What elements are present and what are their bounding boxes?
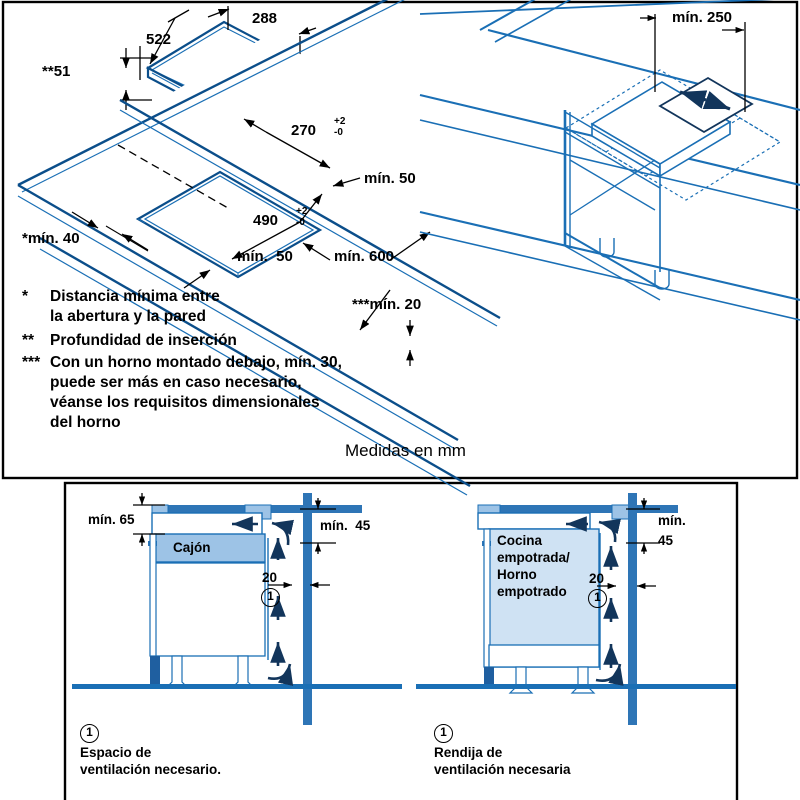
footnote-3-line-1: Con un horno montado debajo, mín. 30, <box>50 354 342 371</box>
dim-label-288: 288 <box>252 10 278 27</box>
caption-right-line-2: ventilación necesaria <box>434 762 571 777</box>
label-min-45-right-line-2: 45 <box>658 533 674 548</box>
dim-min-600 <box>359 231 431 331</box>
dim-522 <box>139 9 190 80</box>
dim-label-51: **51 <box>42 63 70 81</box>
label-min-45-left: mín. 45 <box>320 518 371 533</box>
drawer-section-drawing <box>72 493 402 725</box>
dim-front-band-arrow <box>183 269 211 289</box>
dim-288 <box>207 6 317 62</box>
dim-51 <box>120 48 152 110</box>
label-min-45-right-line-1: mín. <box>658 513 686 528</box>
airflow-arrows <box>679 90 731 111</box>
dim-label-min-40: *mín. 40 <box>22 230 80 248</box>
cooktop-isometric-drawing <box>17 0 501 496</box>
callout-1-right: 1 <box>588 589 607 608</box>
dim-270 <box>243 118 331 169</box>
footnote-2-line-1: Profundidad de inserción <box>50 332 237 349</box>
dim-min-50-front <box>302 242 331 261</box>
dim-label-min-20: ***mín. 20 <box>352 296 421 314</box>
oven-section-drawing <box>416 493 736 725</box>
dim-tol-490: +2 -0 <box>296 206 308 228</box>
caption-left-line-2: ventilación necesario. <box>80 762 222 777</box>
dim-min-250 <box>640 14 746 112</box>
dim-label-270: 270 <box>291 122 317 139</box>
footnote-3-line-4: del horno <box>50 414 121 431</box>
cabinet-isometric-drawing <box>419 0 800 321</box>
dim-490 <box>231 193 323 260</box>
footnote-3-line-3: véanse los requisitos dimensionales <box>50 394 320 411</box>
dim-value-min-40: mín. 40 <box>27 230 80 247</box>
airflow-arrows-right <box>566 516 624 686</box>
dim-marker-51: ** <box>42 63 54 80</box>
dim-min-45-right <box>626 498 660 554</box>
dim-min-50-rear <box>332 177 361 187</box>
tol-plus-270: +2 <box>334 116 346 127</box>
callout-1-left: 1 <box>261 588 280 607</box>
label-oven-line-3: Horno <box>497 567 537 582</box>
footnote-1-line-1: Distancia mínima entre <box>50 288 220 305</box>
dim-min-40 <box>71 211 149 252</box>
tol-minus-490: -0 <box>296 216 305 228</box>
units-caption: Medidas en mm <box>345 441 466 460</box>
dim-tol-270: +2 -0 <box>334 116 346 138</box>
dim-min-45-left <box>300 498 336 554</box>
dim-label-522: 522 <box>146 31 172 48</box>
label-oven-line-4: empotrado <box>497 584 567 599</box>
tol-plus-490: +2 <box>296 206 308 217</box>
label-20-left: 20 <box>262 570 278 585</box>
cabinet-structure <box>563 110 670 301</box>
footnote-3-line-2: puede ser más en caso necesario, <box>50 374 302 391</box>
footnote-1-line-2: la abertura y la pared <box>50 308 206 325</box>
projection-dashed-line <box>117 144 229 209</box>
label-oven-line-1: Cocina <box>497 533 543 548</box>
dim-marker-min-40: * <box>22 230 28 247</box>
worktop-slab <box>17 0 501 496</box>
dim-min-65 <box>133 493 165 546</box>
label-20-right: 20 <box>589 571 605 586</box>
caption-marker-right: 1 <box>434 724 453 743</box>
dim-label-min-600: mín. 600 <box>334 248 395 265</box>
dim-value-51: 51 <box>53 63 71 80</box>
dim-value-min-20: mín. 20 <box>369 296 422 313</box>
label-min-65: mín. 65 <box>88 512 135 527</box>
caption-left-line-1: Espacio de <box>80 745 152 760</box>
label-oven-line-2: empotrada/ <box>497 550 570 565</box>
dim-marker-min-20: *** <box>352 296 370 313</box>
footnote-2-marker: ** <box>22 332 35 349</box>
caption-marker-left: 1 <box>80 724 99 743</box>
footnote-1-marker: * <box>22 288 29 305</box>
label-drawer: Cajón <box>173 540 211 555</box>
dim-label-min-50-front: mín. 50 <box>237 248 293 265</box>
dim-label-min-250: mín. 250 <box>672 9 733 26</box>
tol-minus-270: -0 <box>334 126 343 138</box>
footnote-3-marker: *** <box>22 354 41 371</box>
dim-label-490: 490 <box>253 212 279 229</box>
caption-right-line-1: Rendija de <box>434 745 503 760</box>
dim-label-min-50-rear: mín. 50 <box>364 170 416 187</box>
